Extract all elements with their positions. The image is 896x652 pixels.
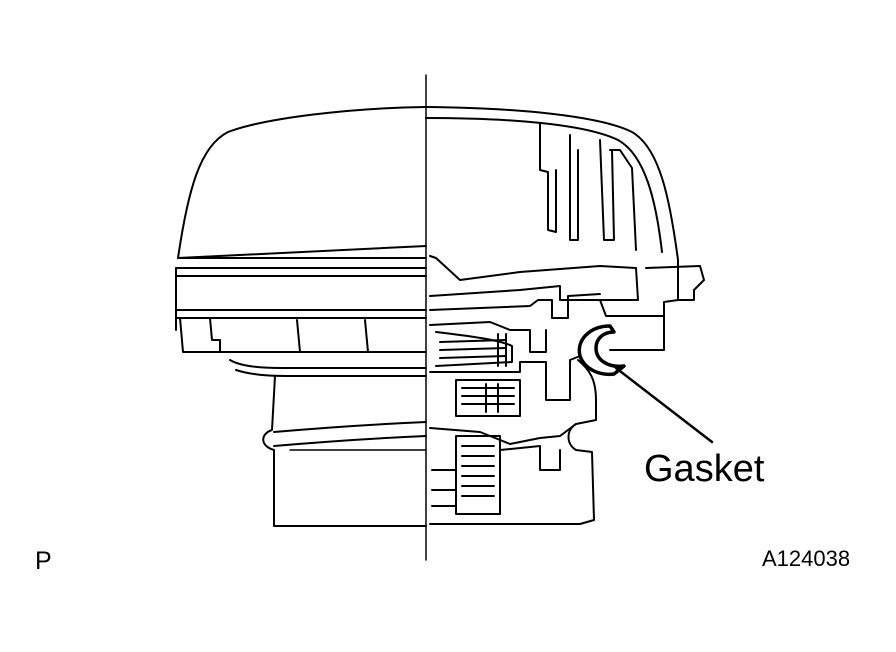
gasket-ring <box>577 324 626 377</box>
cap-exterior-half <box>175 106 427 527</box>
gasket-leader-line <box>614 366 714 444</box>
view-letter: P <box>35 547 52 575</box>
cap-section-half <box>425 106 705 525</box>
cap-dome-section <box>425 106 679 351</box>
figure-number: A124038 <box>762 546 851 571</box>
gasket-label: Gasket <box>644 448 765 490</box>
cap-dome <box>177 106 427 259</box>
